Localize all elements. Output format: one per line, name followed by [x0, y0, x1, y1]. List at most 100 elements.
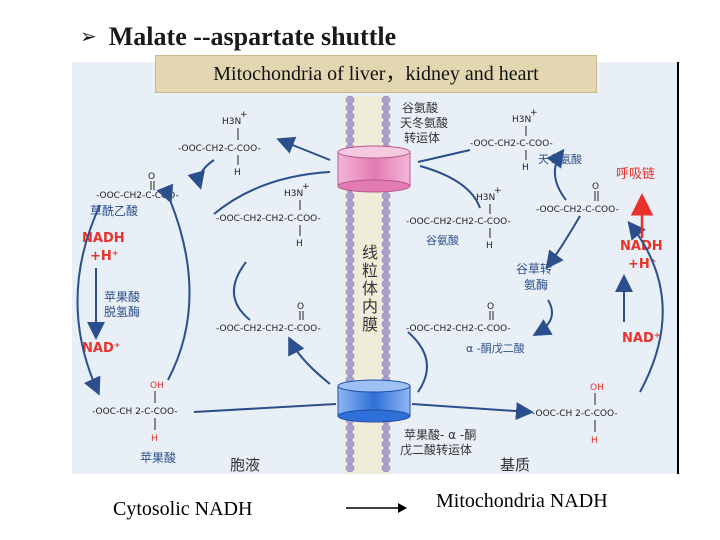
membrane-bead [381, 359, 391, 369]
svg-text:H: H [522, 163, 529, 173]
bottom-arrow [346, 503, 407, 513]
membrane-bead [345, 367, 355, 377]
membrane-bead [381, 231, 391, 241]
svg-text:天冬氨酸: 天冬氨酸 [400, 115, 448, 130]
membrane-bead [345, 359, 355, 369]
membrane-bead [381, 111, 391, 121]
svg-text:H3N: H3N [476, 193, 495, 203]
membrane-bead [345, 343, 355, 353]
svg-text:+H⁺: +H⁺ [628, 257, 657, 272]
svg-text:-OOC-CH2-C-COO-: -OOC-CH2-C-COO- [536, 205, 619, 215]
membrane-bead [345, 103, 355, 113]
transporter-top-label: 谷氨酸 天冬氨酸 转运体 [400, 100, 448, 145]
membrane-bead [345, 207, 355, 217]
matrix-oaa-formula: O -OOC-CH2-C-COO- [536, 182, 619, 215]
membrane-bead [381, 255, 391, 265]
membrane-bead [345, 111, 355, 121]
svg-text:-OOC-CH 2-C-COO-: -OOC-CH 2-C-COO- [92, 407, 178, 417]
membrane-bead [381, 223, 391, 233]
membrane-label: 线 粒 体 内 膜 [362, 243, 378, 334]
matrix-aspartate-formula: H3N + -OOC-CH2-C-COO- H [470, 108, 553, 173]
membrane-bead [345, 295, 355, 305]
membrane-bead [381, 311, 391, 321]
cytosol-malate-label: 苹果酸 [140, 450, 176, 465]
svg-text:氨酶: 氨酶 [524, 277, 548, 292]
membrane-bead [381, 119, 391, 129]
membrane-bead [381, 367, 391, 377]
membrane-bead [381, 127, 391, 137]
membrane-bead [381, 95, 391, 105]
svg-text:H3N: H3N [284, 189, 303, 199]
membrane-bead [381, 191, 391, 201]
svg-text:NADH: NADH [82, 231, 125, 246]
membrane-bead [381, 335, 391, 345]
membrane-bead [345, 327, 355, 337]
membrane-bead [345, 351, 355, 361]
cytosol-oaa-label: 草酰乙酸 [90, 203, 138, 218]
matrix-glutamate-label: 谷氨酸 [426, 233, 459, 247]
membrane-bead [345, 431, 355, 441]
cytosol-nad: NAD⁺ [82, 341, 121, 356]
membrane-bead [381, 103, 391, 113]
svg-text:OH: OH [590, 383, 604, 393]
membrane-bead [381, 431, 391, 441]
svg-text:谷草转: 谷草转 [516, 261, 552, 276]
svg-text:脱氢酶: 脱氢酶 [104, 304, 140, 319]
membrane-bead [345, 455, 355, 465]
resp-chain-label: 呼吸链 [616, 167, 655, 182]
svg-text:-OOC-CH2-CH2-C-COO-: -OOC-CH2-CH2-C-COO- [406, 324, 511, 334]
cytosol-oaa-formula: O -OOC-CH2-C-COO- [96, 172, 179, 201]
svg-text:-OOC-CH 2-C-COO-: -OOC-CH 2-C-COO- [532, 409, 618, 419]
membrane-bead [381, 207, 391, 217]
svg-text:+: + [530, 108, 538, 118]
membrane-bead [345, 303, 355, 313]
svg-text:谷氨酸: 谷氨酸 [402, 100, 438, 115]
svg-text:NADH: NADH [620, 239, 663, 254]
cytosol-akg-formula: O -OOC-CH2-CH2-C-COO- [216, 302, 321, 334]
svg-text:+: + [240, 110, 248, 120]
bottom-left-label: Cytosolic NADH [113, 498, 253, 520]
slide-title: ➢ Malate --aspartate shuttle [80, 22, 396, 52]
membrane-bead [345, 255, 355, 265]
matrix-akg-formula: O -OOC-CH2-CH2-C-COO- [406, 302, 511, 334]
slide-title-text: Malate --aspartate shuttle [108, 22, 397, 51]
transaminase-label: 谷草转 氨酶 [516, 261, 552, 292]
transporter-bottom-label: 苹果酸- α -酮 戊二酸转运体 [400, 427, 476, 457]
membrane-bead [381, 303, 391, 313]
svg-text:粒: 粒 [362, 261, 378, 280]
matrix-akg-label: α -酮戊二酸 [466, 341, 525, 355]
membrane-bead [345, 127, 355, 137]
membrane-bead [345, 231, 355, 241]
svg-text:戊二酸转运体: 戊二酸转运体 [400, 442, 472, 457]
svg-text:-OOC-CH2-CH2-C-COO-: -OOC-CH2-CH2-C-COO- [216, 214, 321, 224]
svg-text:OH: OH [150, 381, 164, 391]
membrane-bead [345, 279, 355, 289]
cytosol-nadh: NADH +H⁺ [82, 231, 125, 264]
malate-akg-transporter [337, 379, 411, 423]
membrane-bead [381, 319, 391, 329]
membrane-bead [345, 95, 355, 105]
membrane-bead [381, 295, 391, 305]
bullet-arrow-icon: ➢ [80, 24, 97, 48]
membrane-bead [381, 215, 391, 225]
membrane-bead [381, 327, 391, 337]
svg-text:-OOC-CH2-CH2-C-COO-: -OOC-CH2-CH2-C-COO- [216, 324, 321, 334]
membrane-bead [381, 263, 391, 273]
svg-text:苹果酸- α -酮: 苹果酸- α -酮 [404, 427, 476, 442]
svg-text:内: 内 [362, 297, 378, 316]
svg-text:H: H [151, 434, 158, 444]
svg-text:苹果酸: 苹果酸 [104, 289, 140, 304]
membrane-bead [345, 135, 355, 145]
membrane-bead [345, 239, 355, 249]
bottom-right-label: Mitochondria NADH [436, 490, 608, 512]
svg-text:-OOC-CH2-C-COO-: -OOC-CH2-C-COO- [178, 144, 261, 154]
svg-text:O: O [592, 182, 599, 192]
membrane-bead [381, 199, 391, 209]
pathway-arrows [76, 136, 664, 421]
membrane-bead [345, 439, 355, 449]
glu-asp-transporter [337, 145, 411, 193]
membrane-bead [381, 463, 391, 473]
membrane-bead [345, 263, 355, 273]
svg-text:+H⁺: +H⁺ [90, 249, 119, 264]
membrane-bead [381, 343, 391, 353]
